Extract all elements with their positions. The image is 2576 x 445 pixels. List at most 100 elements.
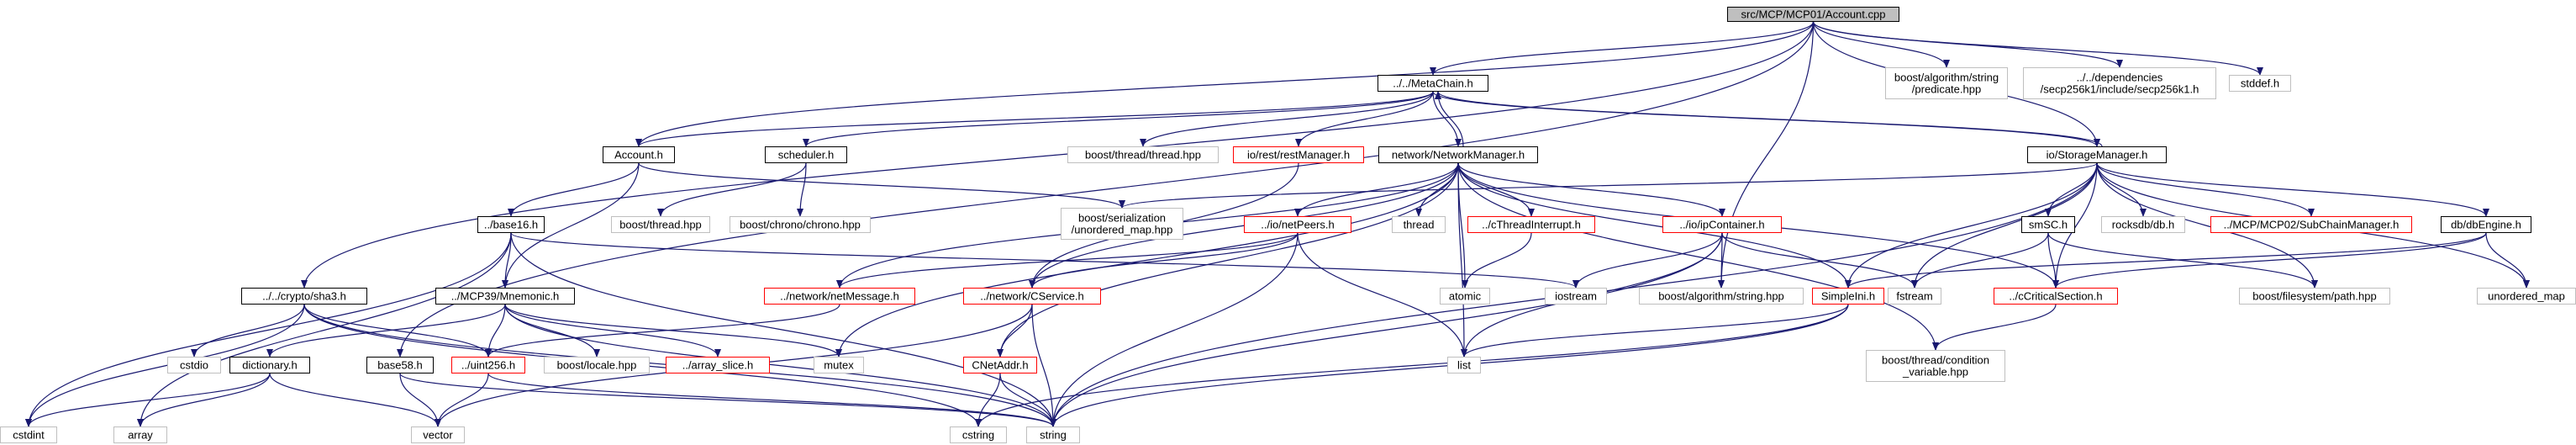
edge-storagemanager-to-smsc bbox=[2045, 162, 2098, 217]
node-label: /unordered_map.hpp bbox=[1072, 224, 1173, 236]
edge-root-to-boost_alg_string bbox=[1718, 21, 1815, 289]
edge-uint256-to-vector bbox=[435, 373, 489, 427]
edge-mnemonic-to-mutex bbox=[504, 304, 842, 358]
node-label: cstdint bbox=[13, 429, 45, 442]
node-smsc[interactable]: smSC.h bbox=[2021, 216, 2075, 233]
node-array: array bbox=[113, 426, 167, 443]
node-label: /predicate.hpp bbox=[1912, 83, 1981, 96]
edge-storagemanager-to-boost_serialization bbox=[1119, 162, 2098, 209]
node-simpleini[interactable]: SimpleIni.h bbox=[1812, 288, 1884, 305]
edge-netmanager-to-atomic bbox=[1457, 162, 1468, 289]
node-cstring: cstring bbox=[950, 426, 1007, 443]
node-label: ../cThreadInterrupt.h bbox=[1482, 219, 1581, 231]
node-box bbox=[1545, 288, 1607, 305]
node-label: ../../dependencies bbox=[2077, 72, 2163, 84]
edge-metachain-to-scheduler bbox=[803, 91, 1434, 147]
node-box bbox=[2229, 75, 2291, 92]
node-metachain[interactable]: ../../MetaChain.h bbox=[1378, 75, 1488, 92]
node-label: ../network/netMessage.h bbox=[780, 290, 899, 303]
node-scheduler[interactable]: scheduler.h bbox=[765, 146, 847, 163]
edge-sha3-to-uint256 bbox=[303, 304, 492, 358]
edge-mnemonic-to-string bbox=[504, 304, 1056, 427]
node-cthreadinterrupt[interactable]: ../cThreadInterrupt.h bbox=[1467, 216, 1595, 233]
node-ccriticalsection[interactable]: ../cCriticalSection.h bbox=[1994, 288, 2118, 305]
edge-root-to-boost_alg_pred bbox=[1812, 21, 1950, 68]
edge-storagemanager-to-metachain bbox=[1435, 91, 2103, 147]
edge-root-to-metachain bbox=[1430, 21, 1815, 76]
node-label: CNetAddr.h bbox=[972, 359, 1028, 372]
edge-sha3-to-cstdint bbox=[25, 304, 305, 427]
node-fstream: fstream bbox=[1888, 288, 1941, 305]
edge-metachain-to-netmanager bbox=[1432, 91, 1462, 147]
node-box bbox=[2441, 216, 2531, 233]
node-box bbox=[241, 288, 367, 305]
node-box bbox=[1447, 357, 1481, 373]
node-label: boost/algorithm/string bbox=[1894, 72, 1999, 84]
edge-netmanager-to-netpeers bbox=[1294, 162, 1459, 217]
edge-storagemanager-to-subchainmanager bbox=[2096, 162, 2315, 217]
node-cservice[interactable]: ../network/CService.h bbox=[963, 288, 1101, 305]
node-array-slice[interactable]: ../array_slice.h bbox=[666, 357, 770, 373]
node-box bbox=[1727, 7, 1899, 22]
node-box bbox=[167, 357, 221, 373]
node-box bbox=[765, 146, 847, 163]
node-atomic: atomic bbox=[1440, 288, 1490, 305]
node-base16[interactable]: ../base16.h bbox=[477, 216, 545, 233]
node-box bbox=[1440, 288, 1490, 305]
node-box bbox=[2023, 67, 2216, 99]
node-box bbox=[1888, 288, 1941, 305]
node-cnetaddr[interactable]: CNetAddr.h bbox=[963, 357, 1037, 373]
node-subchainmanager[interactable]: ../MCP/MCP02/SubChainManager.h bbox=[2210, 216, 2412, 233]
node-uint256[interactable]: ../uint256.h bbox=[451, 357, 525, 373]
node-netmanager[interactable]: network/NetworkManager.h bbox=[1378, 146, 1538, 163]
edge-storagemanager-to-simpleini bbox=[1845, 162, 2098, 289]
node-box bbox=[764, 288, 915, 305]
node-box bbox=[1378, 75, 1488, 92]
edge-ipcontainer-to-string bbox=[1050, 232, 1723, 427]
node-restmanager[interactable]: io/rest/restManager.h bbox=[1233, 146, 1364, 163]
node-dbengine[interactable]: db/dbEngine.h bbox=[2441, 216, 2531, 233]
node-ipcontainer[interactable]: ../io/ipContainer.h bbox=[1662, 216, 1782, 233]
edge-netmessage-to-uint256 bbox=[485, 304, 840, 358]
edge-base58-to-string bbox=[399, 373, 1056, 427]
node-boost-alg-string: boost/algorithm/string.hpp bbox=[1639, 288, 1804, 305]
edge-scheduler-to-boost_chrono bbox=[797, 162, 807, 217]
node-boost-thread-thread: boost/thread/thread.hpp bbox=[1067, 146, 1219, 163]
node-boost-serialization: boost/serialization/unordered_map.hpp bbox=[1061, 208, 1183, 240]
node-storagemanager[interactable]: io/StorageManager.h bbox=[2027, 146, 2167, 163]
edge-dbengine-to-unordered_map bbox=[2485, 232, 2530, 289]
edge-base16-to-string bbox=[510, 232, 1056, 427]
node-netpeers[interactable]: ../io/netPeers.h bbox=[1244, 216, 1351, 233]
edge-ipcontainer-to-boost_alg_string bbox=[1718, 232, 1725, 289]
node-label: boost/thread.hpp bbox=[619, 219, 702, 231]
edge-netmanager-to-list bbox=[1457, 162, 1467, 358]
edge-smsc-to-fstream bbox=[1911, 232, 2049, 289]
edge-simpleini-to-list bbox=[1461, 304, 1849, 358]
node-box bbox=[2239, 288, 2390, 305]
edge-netpeers-to-cservice bbox=[1029, 232, 1299, 289]
node-box bbox=[1639, 288, 1804, 305]
node-base58[interactable]: base58.h bbox=[366, 357, 434, 373]
node-label: boost/serialization bbox=[1078, 212, 1166, 225]
node-account-h[interactable]: Account.h bbox=[603, 146, 675, 163]
edge-metachain-to-boost_thread_thread bbox=[1140, 91, 1434, 147]
node-sha3[interactable]: ../../crypto/sha3.h bbox=[241, 288, 367, 305]
node-box bbox=[603, 146, 675, 163]
node-box bbox=[814, 357, 864, 373]
node-boost-thread-hpp: boost/thread.hpp bbox=[611, 216, 710, 233]
node-box bbox=[1392, 216, 1446, 233]
node-label: dictionary.h bbox=[242, 359, 298, 372]
edge-root-to-secp256k1 bbox=[1812, 21, 2123, 68]
node-rocksdb: rocksdb/db.h bbox=[2101, 216, 2185, 233]
node-netmessage[interactable]: ../network/netMessage.h bbox=[764, 288, 915, 305]
node-mnemonic[interactable]: ../MCP39/Mnemonic.h bbox=[435, 288, 575, 305]
node-label: array bbox=[128, 429, 153, 442]
node-box bbox=[451, 357, 525, 373]
node-label: smSC.h bbox=[2029, 219, 2068, 231]
node-boost-thread-cond: boost/thread/condition_variable.hpp bbox=[1866, 350, 2005, 382]
node-dictionary[interactable]: dictionary.h bbox=[229, 357, 310, 373]
edge-storagemanager-to-dbengine bbox=[2096, 162, 2489, 217]
edge-account_h-to-base16 bbox=[508, 162, 640, 217]
node-label: ../network/CService.h bbox=[980, 290, 1084, 303]
edge-root-to-account_h bbox=[635, 21, 1815, 147]
